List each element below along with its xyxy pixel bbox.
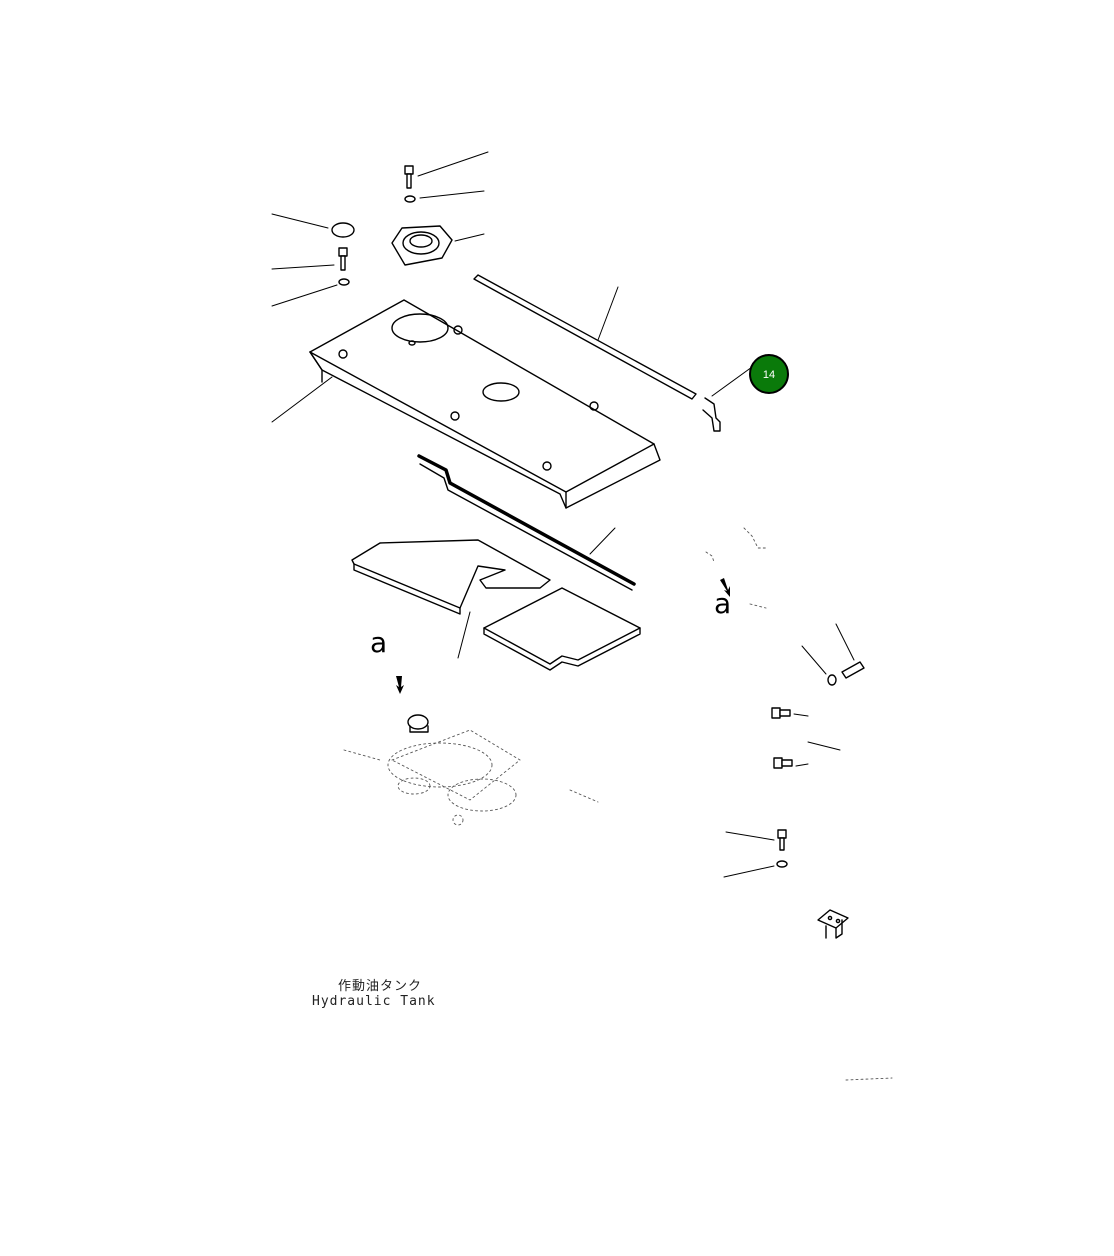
tank-body-faint: [343, 714, 599, 826]
faint-speck: [845, 1077, 893, 1081]
callout-marker-14[interactable]: 14: [749, 354, 789, 394]
caption-english: Hydraulic Tank: [312, 994, 436, 1009]
view-arrow-right: [720, 578, 730, 597]
right-hex-bolt-2: [773, 757, 809, 769]
insulation-pad-left: [351, 539, 551, 659]
leader-line: [807, 741, 841, 751]
right-washer: [723, 860, 788, 878]
seal-strip: [473, 274, 697, 400]
right-bolt-angled: [835, 623, 865, 679]
o-ring: [271, 213, 355, 238]
view-arrow-left: [396, 676, 404, 694]
gasket-strip: [417, 454, 636, 591]
right-nut: [801, 645, 837, 686]
small-bolt: [271, 247, 348, 271]
right-bolt-vertical: [725, 829, 787, 851]
small-washer: [271, 278, 350, 307]
right-hex-bolt-1: [771, 707, 809, 719]
caption-japanese: 作動油タンク: [338, 979, 422, 994]
breather-cap: [391, 225, 485, 266]
top-washer: [404, 190, 485, 203]
view-letter-left: a: [370, 626, 387, 659]
clip-part: [702, 366, 753, 432]
faint-fragments-right: [705, 527, 767, 609]
view-letter-right: a: [714, 587, 731, 620]
top-bolt: [404, 151, 489, 189]
callout-label: 14: [763, 369, 775, 381]
tank-cover-plate: [271, 299, 661, 509]
insulation-pad-right: [483, 587, 641, 671]
mounting-bracket: [817, 909, 849, 939]
